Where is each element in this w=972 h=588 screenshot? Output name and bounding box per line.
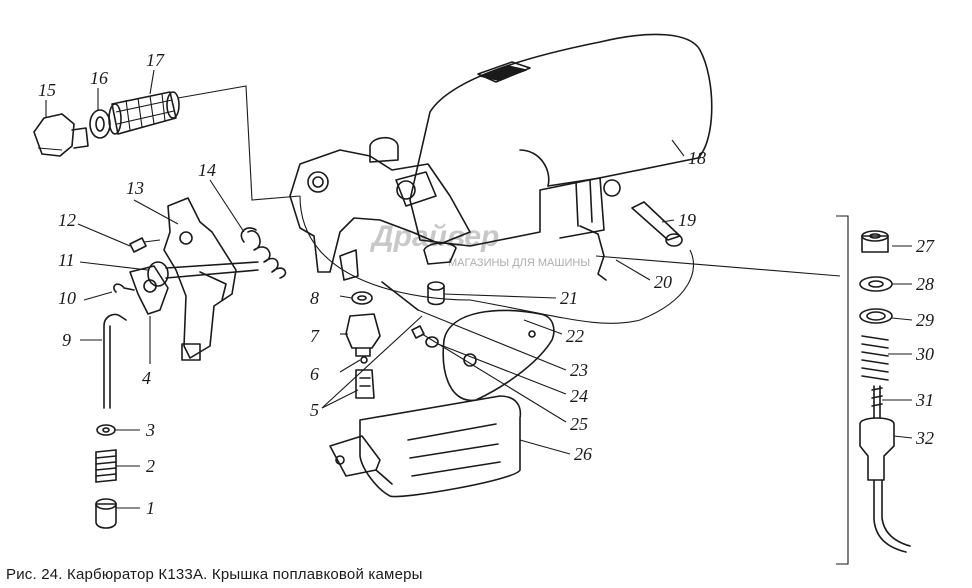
- label-4: 4: [142, 368, 151, 388]
- part-3-washer: [96, 424, 116, 436]
- label-13: 13: [126, 178, 144, 198]
- part-4-lever: [129, 265, 169, 315]
- part-26-float: [329, 395, 522, 498]
- label-25: 25: [570, 414, 588, 434]
- part-24-washer: [425, 336, 439, 348]
- part-7-valve-body: [345, 313, 381, 357]
- part-25-pin: [411, 325, 425, 339]
- part-27-cap: [861, 230, 889, 253]
- label-19: 19: [678, 210, 696, 230]
- label-7: 7: [310, 326, 320, 346]
- label-11: 11: [58, 250, 75, 270]
- watermark-subtitle: МАГАЗИНЫ ДЛЯ МАШИНЫ: [448, 257, 590, 269]
- label-1: 1: [146, 498, 155, 518]
- label-12: 12: [58, 210, 76, 230]
- part-14-spring: [240, 227, 287, 279]
- figure-caption: Рис. 24. Карбюратор К133А. Крышка поплав…: [6, 566, 423, 583]
- label-31: 31: [915, 390, 934, 410]
- part-28-washer: [859, 276, 893, 292]
- assembly-line-20: [595, 255, 841, 277]
- part-30-spring: [861, 335, 889, 381]
- bracket-line: [836, 215, 849, 565]
- part-18-cover-body: [289, 33, 713, 324]
- assembly-line-17: [177, 85, 301, 201]
- part-21-jet: [427, 281, 445, 306]
- part-29-washer: [859, 308, 893, 324]
- label-20: 20: [654, 272, 672, 292]
- part-19-pin: [631, 201, 683, 247]
- label-22: 22: [566, 326, 584, 346]
- label-23: 23: [570, 360, 588, 380]
- part-13-lever: [163, 197, 237, 361]
- part-2-spring: [95, 449, 117, 483]
- part-15-plug: [33, 113, 89, 157]
- label-27: 27: [916, 236, 935, 256]
- label-9: 9: [62, 330, 71, 350]
- label-6: 6: [310, 364, 319, 384]
- part-12-screw: [129, 237, 161, 253]
- label-18: 18: [688, 148, 706, 168]
- watermark: Драйвер МАГАЗИНЫ ДЛЯ МАШИНЫ: [369, 220, 590, 269]
- label-21: 21: [560, 288, 578, 308]
- label-15: 15: [38, 80, 56, 100]
- part-23-rod: [381, 281, 419, 311]
- part-16-washer: [89, 109, 111, 139]
- leader-lines: [45, 69, 913, 509]
- label-17: 17: [146, 50, 165, 70]
- part-10-cotter: [113, 283, 135, 293]
- part-5-valve: [355, 369, 375, 399]
- part-11-axle: [147, 261, 259, 287]
- part-9-rod: [103, 313, 127, 409]
- label-3: 3: [145, 420, 155, 440]
- label-26: 26: [574, 444, 592, 464]
- label-28: 28: [916, 274, 934, 294]
- label-29: 29: [916, 310, 934, 330]
- label-30: 30: [915, 344, 934, 364]
- part-1-sleeve: [95, 498, 117, 529]
- part-6-needle: [360, 356, 368, 364]
- part-labels: 1 2 3 4 5 6 7 8 9 10 11 12 13 14 15 16 1…: [38, 50, 935, 518]
- part-31-stem: [871, 385, 883, 419]
- label-8: 8: [310, 288, 319, 308]
- part-17-filter: [108, 91, 180, 135]
- label-5: 5: [310, 400, 319, 420]
- label-32: 32: [915, 428, 934, 448]
- label-14: 14: [198, 160, 216, 180]
- watermark-title: Драйвер: [369, 220, 499, 253]
- label-2: 2: [146, 456, 155, 476]
- label-24: 24: [570, 386, 588, 406]
- part-22-gasket: [442, 309, 555, 402]
- part-8-washer: [351, 291, 373, 305]
- label-10: 10: [58, 288, 76, 308]
- label-16: 16: [90, 68, 108, 88]
- part-32-sleeve: [859, 417, 911, 553]
